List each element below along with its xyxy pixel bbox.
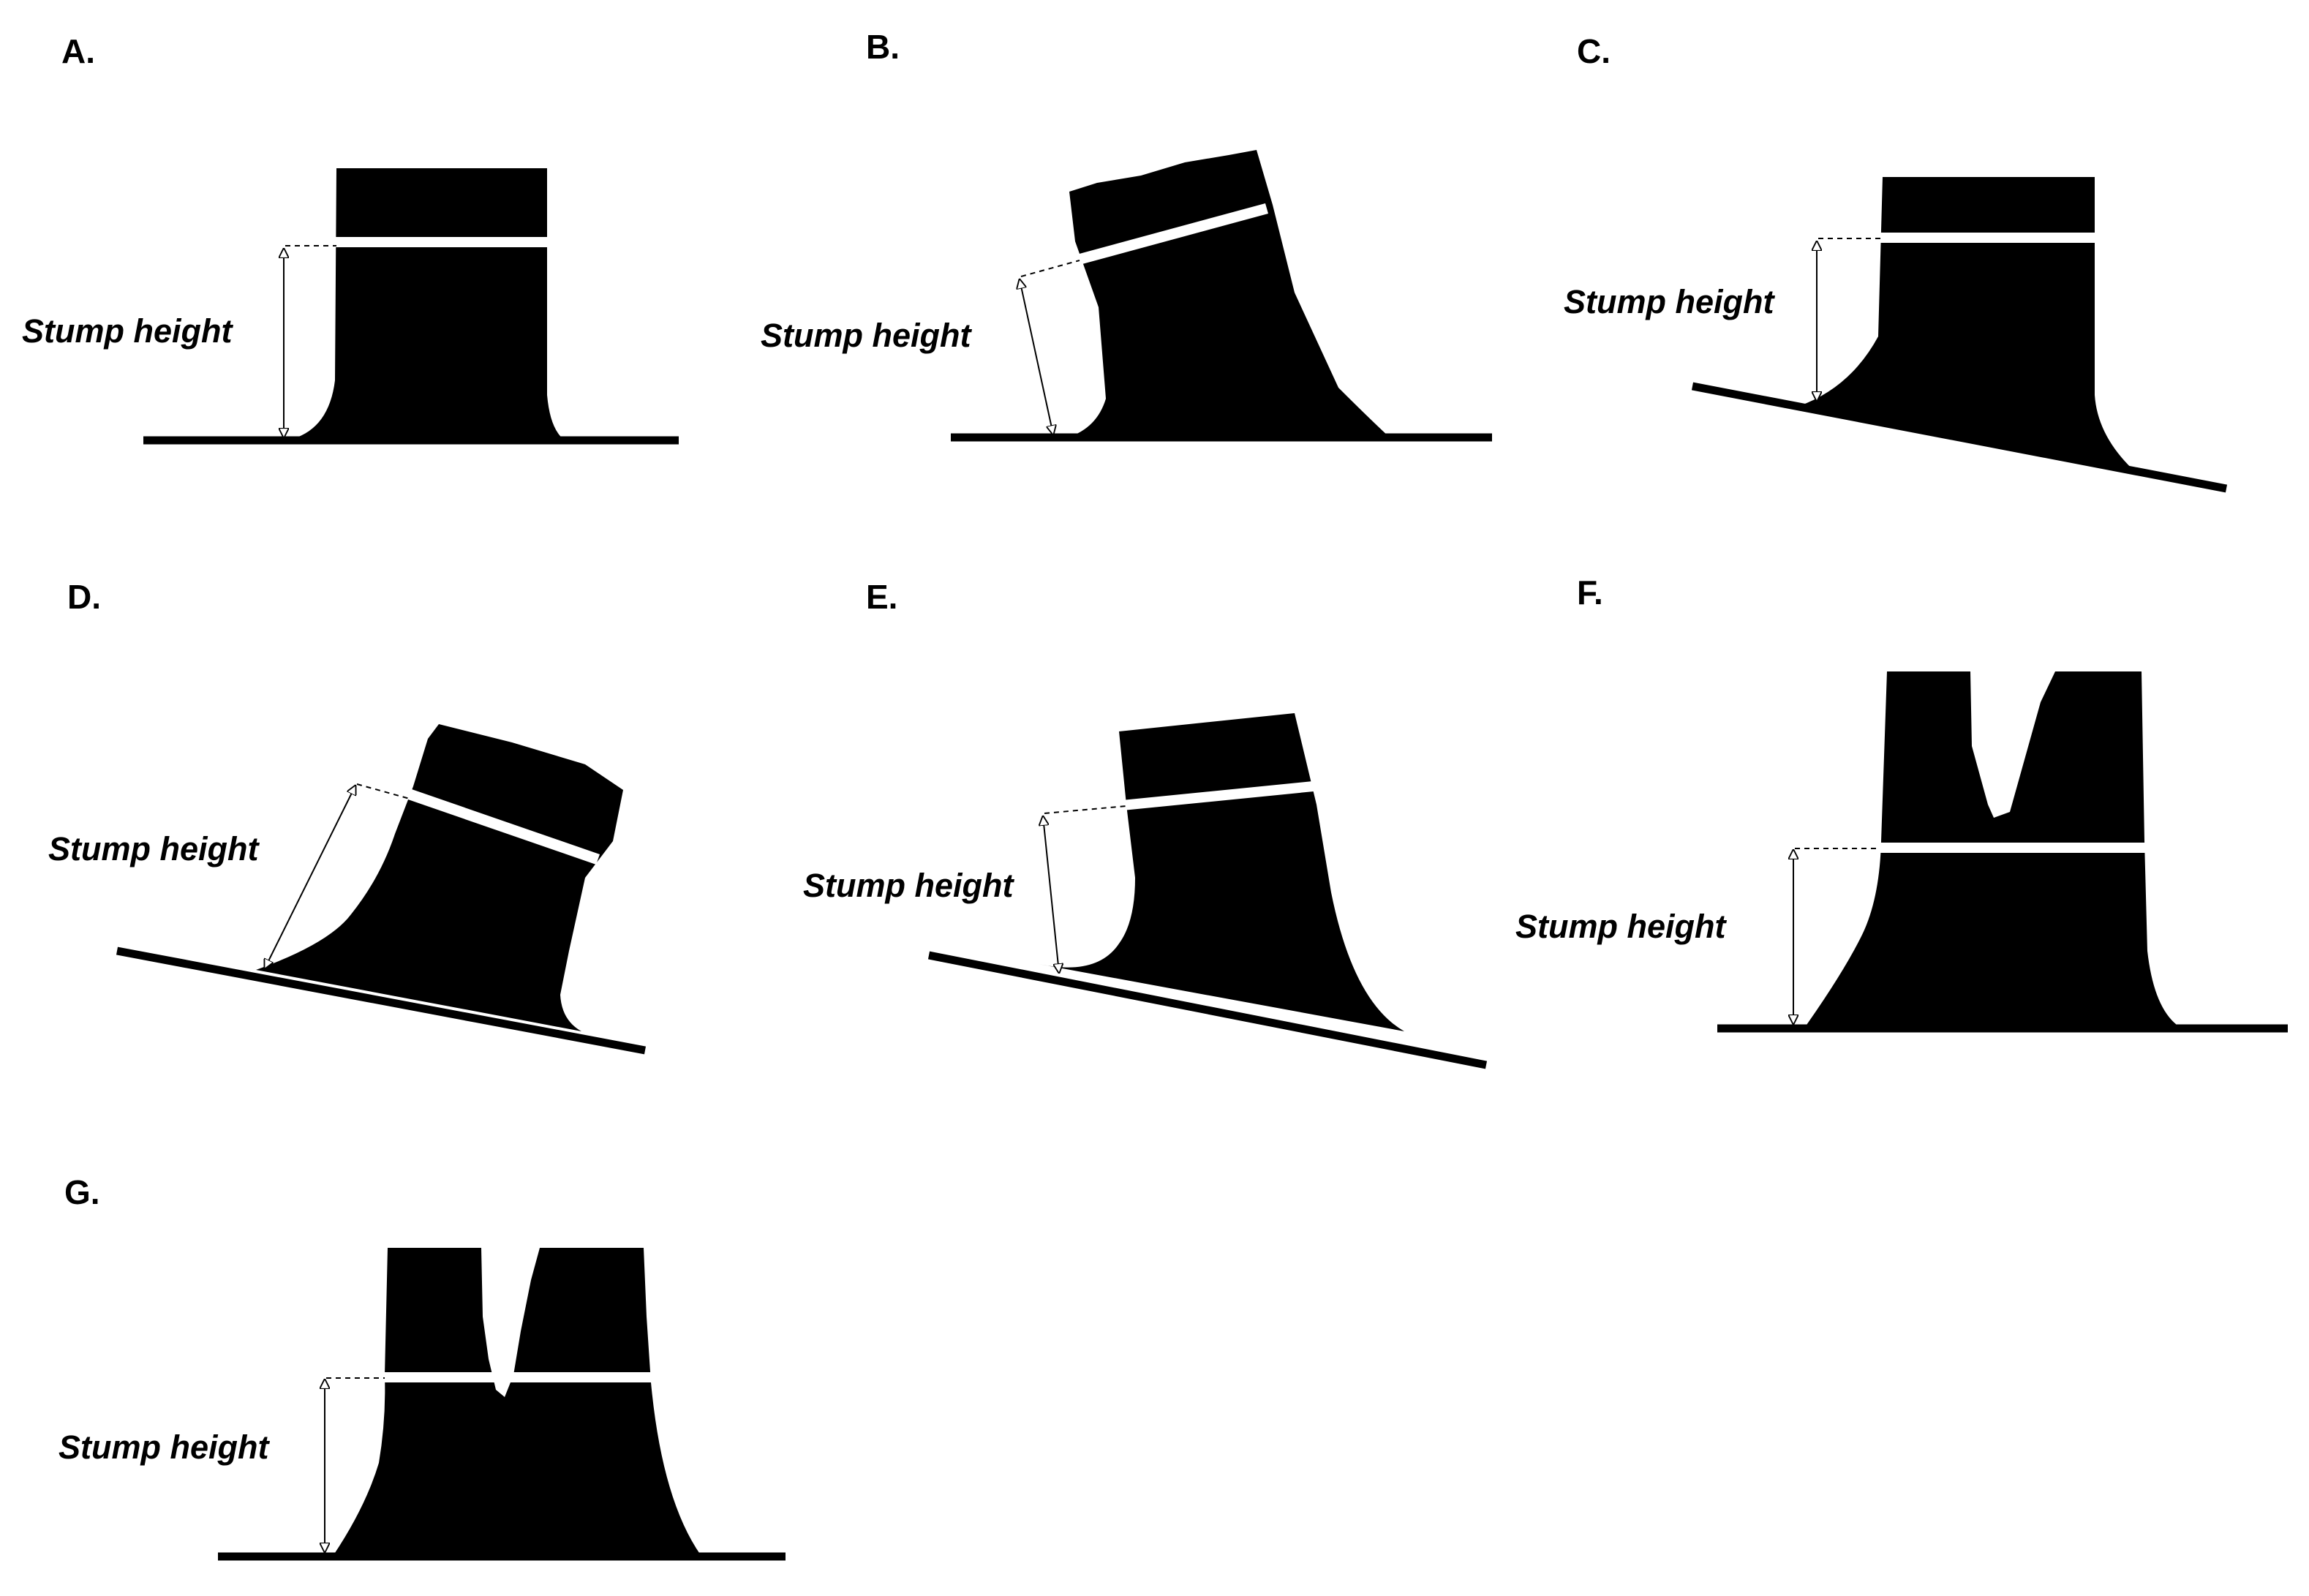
panel-letter: D. <box>67 578 101 616</box>
panel-b: B. Stump height <box>761 28 1492 442</box>
tree-stump <box>1039 713 1404 1031</box>
height-guide <box>356 783 410 799</box>
stump-height-label: Stump height <box>761 317 972 354</box>
tree-stump <box>1799 177 2139 475</box>
height-guide <box>1044 805 1127 814</box>
panel-f: F. Stump height <box>1515 573 2288 1033</box>
stump-height-label: Stump height <box>22 312 233 350</box>
height-arrow <box>1043 816 1059 973</box>
cut-line <box>1877 233 2099 243</box>
ground-line <box>116 946 647 1055</box>
cut-line <box>331 237 553 247</box>
cut-line <box>1874 843 2152 853</box>
stump-height-label: Stump height <box>803 867 1014 904</box>
cut-line <box>1122 781 1314 810</box>
panel-g: G. Stump height <box>59 1173 786 1561</box>
panel-letter: F. <box>1577 573 1603 611</box>
panel-letter: C. <box>1577 32 1611 70</box>
stump-height-label: Stump height <box>48 830 260 867</box>
cut-line <box>406 788 600 865</box>
panel-e: E. Stump height <box>803 578 1488 1069</box>
tree-stump <box>1068 150 1390 437</box>
stump-height-label: Stump height <box>1515 908 1727 945</box>
height-arrow <box>1020 279 1053 434</box>
panel-letter: B. <box>866 28 900 66</box>
tree-stump <box>334 1248 701 1555</box>
panel-letter: A. <box>61 32 95 70</box>
panel-d: D. Stump height <box>48 578 647 1055</box>
stump-height-label: Stump height <box>59 1429 270 1466</box>
panel-a: A. Stump height <box>22 32 679 445</box>
panel-c: C. Stump height <box>1564 32 2228 493</box>
ground-line <box>927 951 1488 1069</box>
height-arrow <box>265 786 355 968</box>
tree-stump <box>293 168 563 439</box>
cut-line <box>379 1372 657 1382</box>
panel-letter: G. <box>64 1173 100 1211</box>
height-guide <box>1020 260 1080 277</box>
stump-height-label: Stump height <box>1564 283 1775 320</box>
panel-letter: E. <box>866 578 897 616</box>
cut-line <box>1077 203 1268 265</box>
